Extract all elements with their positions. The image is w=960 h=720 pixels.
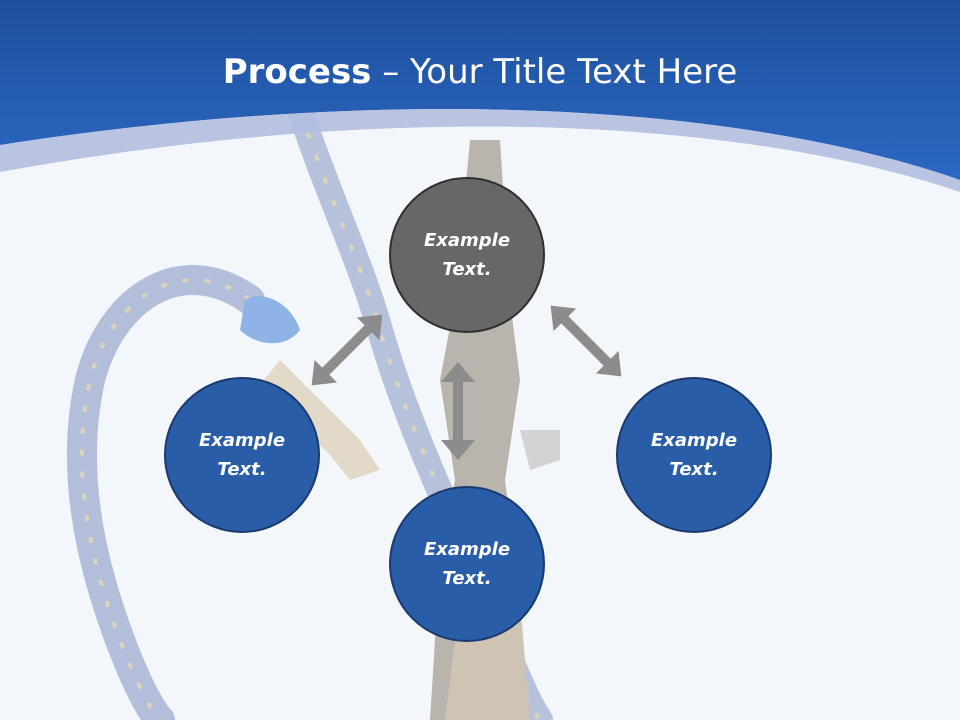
node-text-line1: Example	[198, 430, 286, 451]
node-text-line1: Example	[423, 539, 511, 560]
process-node-bottom: Example Text.	[389, 486, 545, 642]
title-rest: – Your Title Text Here	[371, 52, 738, 92]
node-text-line2: Text.	[442, 568, 492, 589]
header-swoosh	[0, 109, 960, 192]
node-text-line2: Text.	[217, 459, 267, 480]
process-node-right: Example Text.	[616, 377, 772, 533]
node-text-line2: Text.	[442, 259, 492, 280]
arrow-vertical	[441, 362, 475, 460]
slide-title: Process – Your Title Text Here	[0, 52, 960, 92]
node-text-line2: Text.	[669, 459, 719, 480]
process-node-top: Example Text.	[389, 177, 545, 333]
header-band	[0, 0, 960, 180]
process-node-left: Example Text.	[164, 377, 320, 533]
title-bold: Process	[222, 52, 372, 92]
arrow-top-right	[550, 305, 622, 377]
connector-arrows	[311, 305, 622, 460]
node-text-line1: Example	[650, 430, 738, 451]
arrow-top-left	[311, 314, 383, 386]
node-text-line1: Example	[423, 230, 511, 251]
